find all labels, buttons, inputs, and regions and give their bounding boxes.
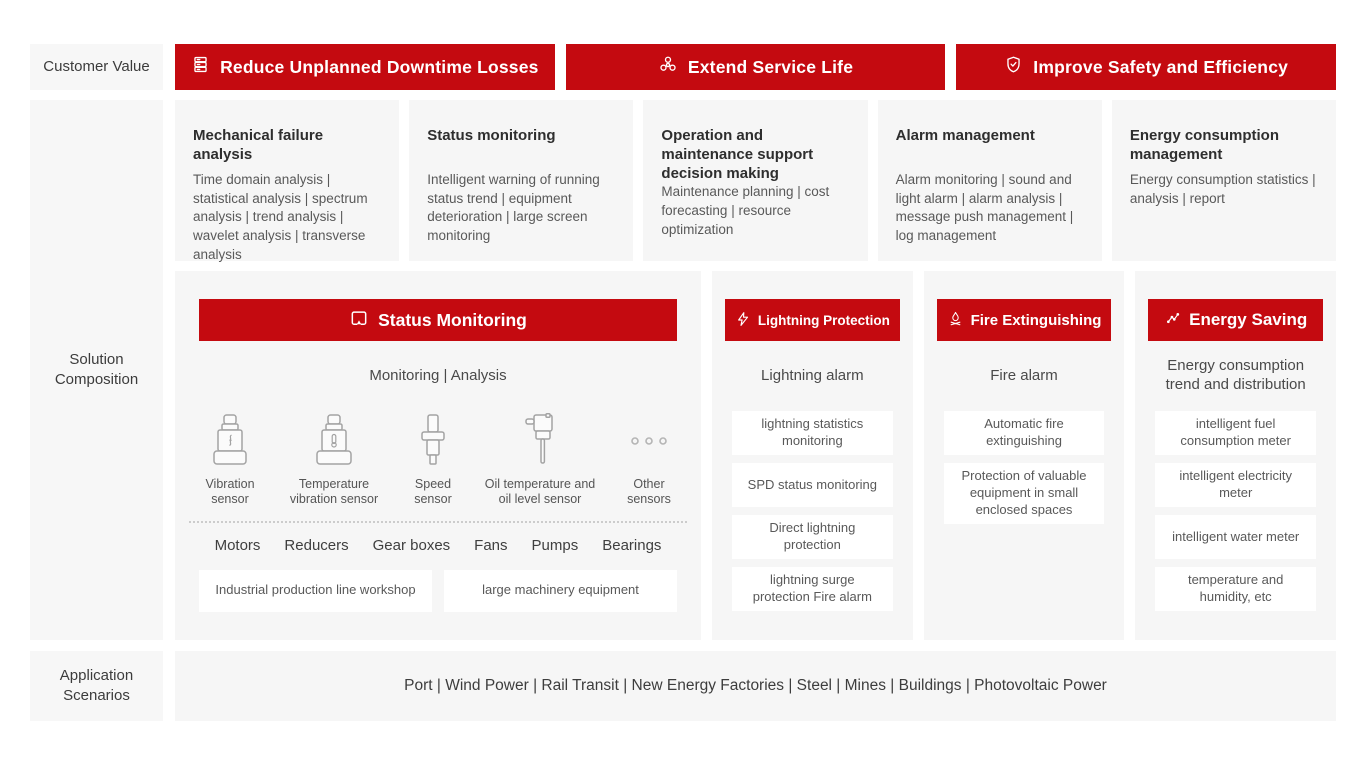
equipment-item: Fans <box>474 536 508 554</box>
ellipsis-icon <box>626 411 672 469</box>
equipment-item: Gear boxes <box>372 536 451 554</box>
banner-label: Improve Safety and Efficiency <box>1033 56 1289 77</box>
campfire-icon <box>947 310 964 331</box>
equipment-item: Motors <box>214 536 261 554</box>
oil-sensor-icon <box>518 411 562 469</box>
panel-fire-extinguishing: Fire Extinguishing Fire alarm Automatic … <box>923 271 1125 640</box>
temperature-vibration-sensor-icon <box>310 411 358 469</box>
sensor-temperature-vibration: Temperature vibration sensor <box>279 411 389 508</box>
list-item: Protection of valuable equipment in smal… <box>943 463 1105 524</box>
panel-title: Status Monitoring <box>378 309 527 330</box>
panel-title: Energy Saving <box>1189 310 1308 329</box>
list-item: Direct lightning protection <box>732 515 893 559</box>
list-item: lightning statistics monitoring <box>732 411 893 455</box>
card-energy-management: Energy consumption management Energy con… <box>1111 100 1337 261</box>
monitor-icon <box>349 308 369 333</box>
shield-check-icon <box>1004 55 1023 79</box>
lightning-items: lightning statistics monitoring SPD stat… <box>712 411 913 611</box>
card-title: Mechanical failure analysis <box>193 127 324 163</box>
card-body: Time domain analysis | statistical analy… <box>193 172 368 262</box>
list-item: intelligent fuel consumption meter <box>1155 411 1317 455</box>
fire-extinguishing-header: Fire Extinguishing <box>936 299 1112 341</box>
card-body: Maintenance planning | cost forecasting … <box>661 184 830 237</box>
application-scenarios-row: Application Scenarios Port | Wind Power … <box>30 651 1336 721</box>
sensor-vibration: Vibration sensor <box>197 411 263 508</box>
sensor-label: Other sensors <box>627 477 671 507</box>
server-stack-icon <box>191 55 210 79</box>
sensor-label: Temperature vibration sensor <box>289 477 379 507</box>
card-title: Operation and maintenance support decisi… <box>661 127 814 182</box>
sensor-oil: Oil temperature and oil level sensor <box>477 411 603 508</box>
banner-safety-efficiency: Improve Safety and Efficiency <box>956 44 1337 90</box>
solution-composition-label: Solution Composition <box>30 100 163 640</box>
card-title: Status monitoring <box>427 127 556 144</box>
energy-saving-header: Energy Saving <box>1148 299 1324 341</box>
card-mechanical-failure: Mechanical failure analysis Time domain … <box>175 100 400 262</box>
energy-items: intelligent fuel consumption meter intel… <box>1135 411 1336 611</box>
status-scenario-boxes: Industrial production line workshop larg… <box>199 569 677 612</box>
feature-cards-row: Mechanical failure analysis Time domain … <box>175 100 1337 262</box>
sensors-row: Vibration sensor Temperature vibration s… <box>175 411 701 508</box>
fire-subtitle: Fire alarm <box>990 366 1058 384</box>
customer-value-label: Customer Value <box>30 44 163 90</box>
application-scenarios-bar: Port | Wind Power | Rail Transit | New E… <box>175 651 1336 721</box>
equipment-row: Motors Reducers Gear boxes Fans Pumps Be… <box>175 537 701 554</box>
application-scenarios-label: Application Scenarios <box>30 651 163 721</box>
trend-line-icon <box>1164 309 1182 332</box>
card-title: Energy consumption management <box>1129 127 1279 163</box>
solution-panels-row: Status Monitoring Monitoring | Analysis … <box>175 271 1337 640</box>
sensor-speed: Speed sensor <box>405 411 461 508</box>
status-monitoring-header: Status Monitoring <box>199 299 677 341</box>
lightning-icon <box>735 311 751 330</box>
banner-label: Extend Service Life <box>687 56 854 77</box>
list-item: intelligent water meter <box>1155 515 1317 559</box>
panel-title: Fire Extinguishing <box>970 311 1102 329</box>
fan-icon <box>658 55 678 80</box>
sensor-label: Speed sensor <box>414 477 452 507</box>
lightning-subtitle: Lightning alarm <box>761 366 864 384</box>
fire-items: Automatic fire extinguishing Protection … <box>924 411 1125 524</box>
card-title: Alarm management <box>895 127 1035 144</box>
equipment-item: Reducers <box>284 536 349 554</box>
sensor-label: Oil temperature and oil level sensor <box>484 477 596 507</box>
equipment-item: Bearings <box>602 536 662 554</box>
vibration-sensor-icon <box>208 411 252 469</box>
card-alarm-management: Alarm management Alarm monitoring | soun… <box>877 100 1102 261</box>
energy-subtitle: Energy consumption trend and distributio… <box>1165 357 1306 393</box>
panel-status-monitoring: Status Monitoring Monitoring | Analysis … <box>175 271 701 640</box>
dotted-divider <box>189 520 687 523</box>
panel-lightning-protection: Lightning Protection Lightning alarm lig… <box>712 271 913 640</box>
lightning-protection-header: Lightning Protection <box>725 299 900 341</box>
scenario-box: large machinery equipment <box>444 569 677 612</box>
card-om-decision: Operation and maintenance support decisi… <box>643 100 868 261</box>
sensor-other: Other sensors <box>619 411 679 508</box>
card-body: Energy consumption statistics | analysis… <box>1129 172 1316 206</box>
list-item: Automatic fire extinguishing <box>943 411 1105 455</box>
list-item: lightning surge protection Fire alarm <box>732 567 893 611</box>
value-banners: Reduce Unplanned Downtime Losses Extend … <box>175 44 1337 90</box>
panel-title: Lightning Protection <box>757 312 890 328</box>
speed-sensor-icon <box>416 411 450 469</box>
customer-value-row: Customer Value Reduce Unplanned Downtime… <box>30 44 1337 90</box>
panel-energy-saving: Energy Saving Energy consumption trend a… <box>1135 271 1337 640</box>
list-item: intelligent electricity meter <box>1155 463 1317 507</box>
sensor-label: Vibration sensor <box>205 477 255 507</box>
card-body: Intelligent warning of running status tr… <box>427 172 600 243</box>
list-item: SPD status monitoring <box>732 463 893 507</box>
card-status-monitoring: Status monitoring Intelligent warning of… <box>409 100 634 261</box>
card-body: Alarm monitoring | sound and light alarm… <box>895 172 1074 243</box>
equipment-item: Pumps <box>531 536 579 554</box>
banner-label: Reduce Unplanned Downtime Losses <box>220 56 539 77</box>
banner-extend-life: Extend Service Life <box>565 44 946 90</box>
status-subtitle: Monitoring | Analysis <box>369 366 507 384</box>
scenario-box: Industrial production line workshop <box>199 569 432 612</box>
list-item: temperature and humidity, etc <box>1155 567 1317 611</box>
banner-reduce-downtime: Reduce Unplanned Downtime Losses <box>175 44 555 90</box>
